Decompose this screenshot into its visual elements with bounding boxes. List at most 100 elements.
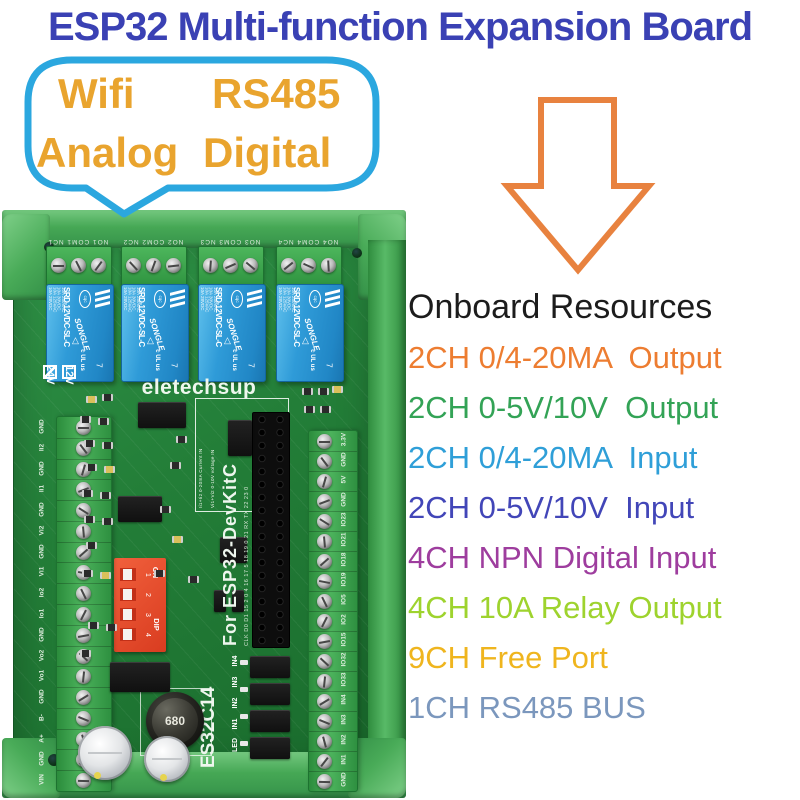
terminal-separator — [309, 771, 357, 772]
brand-text: eletechsup — [141, 376, 257, 399]
screw — [321, 258, 336, 273]
power-option-label: 24V — [44, 365, 56, 385]
led-channel-label: LED — [231, 738, 239, 752]
smd-part — [80, 416, 91, 423]
screw — [317, 714, 332, 729]
terminal-separator — [57, 625, 111, 626]
recycle-icon: △ — [147, 335, 154, 345]
ic-chip — [214, 590, 226, 612]
screw-slot-icon — [321, 616, 328, 627]
recycle-icon: △ — [72, 335, 79, 345]
screw — [317, 774, 332, 789]
din-rail-top — [2, 210, 406, 248]
relay-ratings-label: 10A 250VAC 10A 30VDC 10A 125VAC 10A 28VD… — [48, 287, 66, 313]
speech-bubble-outline — [24, 56, 380, 218]
screw-slot-icon — [167, 263, 180, 268]
smd-part — [170, 462, 181, 469]
screw-slot-icon — [283, 261, 294, 270]
screw — [317, 694, 332, 709]
ic-chip — [118, 496, 162, 522]
screw-slot-icon — [150, 259, 157, 272]
relay-pin-code: 7 — [246, 363, 256, 368]
dip-slider — [120, 568, 136, 581]
led-channel-label: IN2 — [231, 697, 239, 709]
gpio-pin-labels: CLK D0 D1 15 2 0 4 16 17 5 18 19 0 21 RX… — [244, 486, 250, 646]
relay-terminal-block — [46, 246, 112, 286]
smd-part — [106, 624, 117, 631]
ic-chip — [228, 420, 252, 456]
screw — [51, 258, 66, 273]
relay-terminal-block — [198, 246, 264, 286]
relay: 10A 250VAC 10A 30VDC 10A 125VAC 10A 28VD… — [198, 284, 266, 382]
screw — [76, 524, 91, 539]
esp32-socket — [252, 412, 290, 648]
screw-slot-icon — [319, 517, 330, 526]
terminal-separator — [57, 542, 111, 543]
screw-slot-icon — [77, 633, 90, 638]
relay-model-label: SRD-12VDC-SL-C — [62, 287, 71, 347]
screw — [317, 534, 332, 549]
down-arrow-icon — [500, 97, 656, 275]
feature-wifi: Wifi — [58, 70, 135, 117]
terminal-separator — [57, 708, 111, 709]
terminal-separator — [57, 438, 111, 439]
screw-slot-icon — [327, 259, 330, 272]
screw-slot-icon — [320, 456, 329, 467]
relay-terminal-block — [276, 246, 342, 286]
terminal-separator — [309, 471, 357, 472]
screw-slot-icon — [245, 261, 256, 270]
capacitor-mark — [160, 774, 167, 781]
resource-item: 2CH 0/4-20MA Output — [408, 340, 722, 375]
screw — [76, 690, 91, 705]
capacitor — [78, 726, 132, 780]
terminal-separator — [309, 591, 357, 592]
relay: 10A 250VAC 10A 30VDC 10A 125VAC 10A 28VD… — [46, 284, 114, 382]
smd-part — [188, 576, 199, 583]
cqc-logo: cqc — [309, 290, 321, 308]
product-title: ESP32 Multi-function Expansion Board — [47, 5, 753, 49]
resource-item: 9CH Free Port — [408, 640, 608, 675]
screw-slot-icon — [319, 557, 330, 566]
resource-item: 1CH RS485 BUS — [408, 690, 646, 725]
relay-ratings-label: 10A 250VAC 10A 30VDC 10A 125VAC 10A 28VD… — [123, 287, 141, 313]
screw — [317, 654, 332, 669]
terminal-separator — [57, 646, 111, 647]
terminal-separator — [309, 491, 357, 492]
power-option-24v: 24V — [43, 365, 57, 425]
smd-part — [104, 466, 115, 473]
right-terminal-strip — [308, 430, 358, 792]
screw — [146, 258, 161, 273]
screw-slot-icon — [209, 259, 212, 272]
led-channel-label: IN3 — [231, 676, 239, 688]
dip-position-label: 1 — [144, 573, 151, 577]
screw — [76, 628, 91, 643]
screw — [76, 420, 91, 435]
smd-part — [318, 388, 329, 395]
resource-item: 2CH 0/4-20MA Input — [408, 440, 698, 475]
screw — [317, 754, 332, 769]
screw — [317, 554, 332, 569]
terminal-separator — [309, 551, 357, 552]
esp32-socket-label: For ESP32-DevKitC — [220, 462, 240, 646]
smd-part — [160, 506, 171, 513]
screw-slot-icon — [321, 596, 328, 607]
smd-part — [98, 418, 109, 425]
screw-slot-icon — [318, 780, 331, 783]
smd-part — [332, 386, 343, 393]
terminal-separator — [57, 500, 111, 501]
feature-rs485: RS485 — [212, 70, 341, 117]
relay-ratings-label: 10A 250VAC 10A 30VDC 10A 125VAC 10A 28VD… — [200, 287, 218, 313]
resource-item: 4CH NPN Digital Input — [408, 540, 717, 575]
songle-stripes-icon — [170, 301, 185, 308]
smd-part — [240, 741, 248, 746]
ul-mark: c UL us — [153, 349, 160, 371]
resources-heading: Onboard Resources — [408, 288, 713, 326]
relay-pin-code: 7 — [94, 363, 104, 368]
dip-slider — [120, 628, 136, 641]
screw-slot-icon — [322, 675, 327, 688]
cqc-logo: cqc — [231, 290, 243, 308]
feature-digital: Digital — [203, 129, 332, 176]
